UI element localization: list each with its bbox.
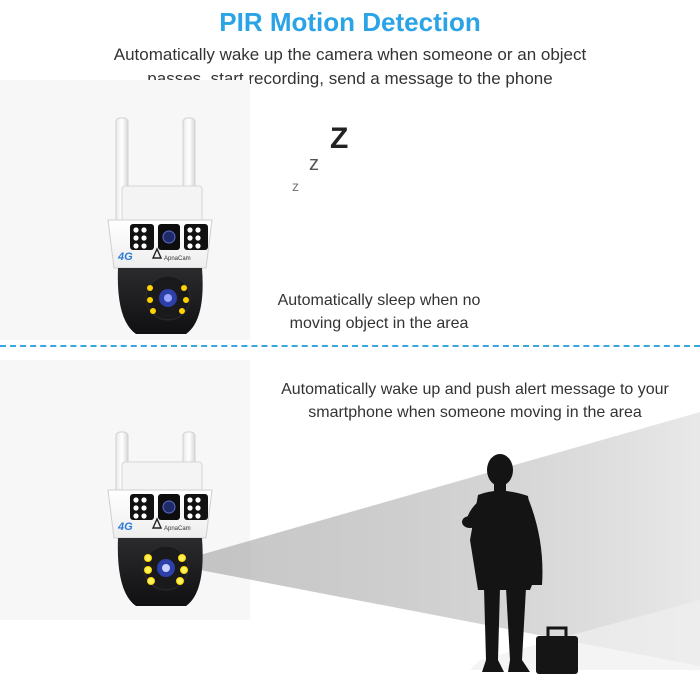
section-divider [0,345,700,347]
person-silhouette [462,454,543,672]
sleep-z-large: Z [330,122,349,155]
wake-caption-line-2: smartphone when someone moving in the ar… [308,404,642,421]
floor-shadow [470,600,700,670]
detection-beam [200,412,700,666]
main-lens-glint [164,294,172,302]
upper-lens [162,500,176,514]
wake-caption-line-1: Automatically wake up and push alert mes… [281,381,669,398]
brand-name: ApnaCam [164,526,191,532]
brand-logo-icon [151,247,163,259]
sleep-caption: Automatically sleep when no moving objec… [229,289,529,335]
mount-bracket [121,185,203,223]
camera-sleeping: 4G ApnaCam [107,117,213,334]
sleep-caption-line-2: moving object in the area [289,315,469,332]
brand-logo-icon [151,517,163,529]
wake-caption: Automatically wake up and push alert mes… [245,378,700,424]
badge-4g: 4G [117,521,133,533]
sleep-z-medium: z [309,153,319,175]
mount-bracket [121,461,203,493]
badge-4g: 4G [117,251,133,263]
upper-lens [162,230,176,244]
brand-name: ApnaCam [164,256,191,262]
page-title: PIR Motion Detection [219,7,481,37]
subtitle-line-1: Automatically wake up the camera when so… [113,45,587,64]
main-lens-glint [162,564,170,572]
sleep-caption-line-1: Automatically sleep when no [277,292,481,309]
briefcase [536,626,578,674]
sleep-z-small: z [292,178,299,194]
camera-awake: 4G ApnaCam [107,431,213,606]
